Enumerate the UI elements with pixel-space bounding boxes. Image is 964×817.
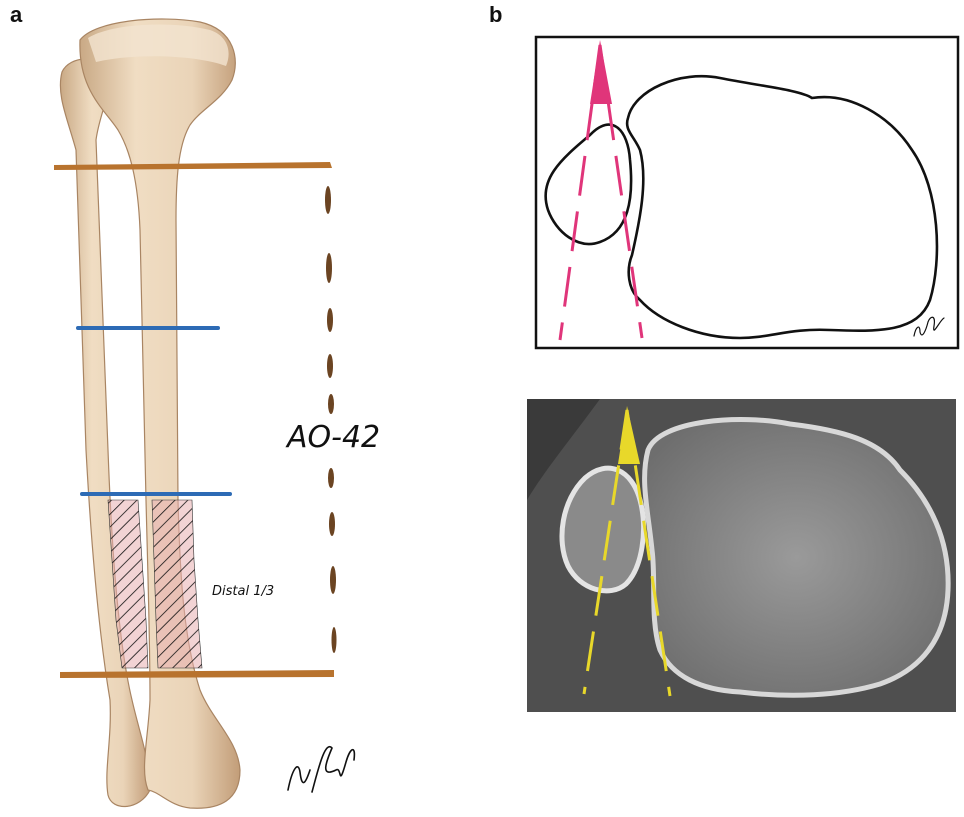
tibia-cross-section (627, 76, 937, 338)
signature-a (288, 747, 354, 792)
region-label: Distal 1/3 (212, 584, 274, 599)
panel-a-illustration: AO-42 Distal 1/3 (54, 19, 380, 808)
fibula-cross-section (546, 125, 632, 244)
panel-b-drawing (536, 37, 958, 348)
signature-b (914, 317, 944, 336)
tibia-fracture-zone (152, 500, 202, 668)
panel-b-ct-image (527, 399, 956, 712)
segment-label: AO-42 (285, 420, 380, 455)
distal-segment-line (60, 670, 334, 678)
